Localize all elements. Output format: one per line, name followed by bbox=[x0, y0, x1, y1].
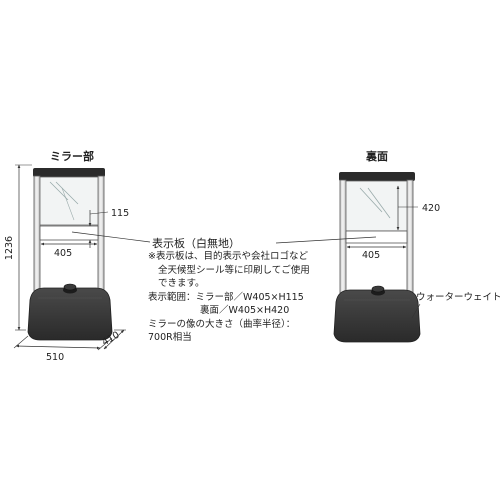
left-top-cap bbox=[33, 168, 105, 177]
width-dimension-label: 510 bbox=[46, 352, 64, 363]
left-water-weight-base bbox=[27, 287, 113, 341]
note-line-5: 裏面／W405×H420 bbox=[200, 305, 290, 316]
note-line-7: 700R相当 bbox=[148, 332, 192, 343]
note-line-6: ミラーの像の大きさ（曲率半径）： bbox=[148, 318, 296, 330]
right-display-width-label: 405 bbox=[362, 250, 380, 261]
water-weight-label: ウォーターウェイト bbox=[416, 292, 500, 303]
left-post-left bbox=[33, 175, 41, 293]
left-display-height-label: 115 bbox=[111, 208, 129, 219]
right-display-height-label: 420 bbox=[422, 203, 440, 214]
left-stand-title: ミラー部 bbox=[50, 149, 94, 163]
display-board-callout: 表示板（白無地） bbox=[71, 231, 377, 250]
right-top-cap bbox=[339, 172, 415, 181]
right-display-board bbox=[345, 230, 408, 244]
right-stand-title: 裏面 bbox=[365, 149, 388, 163]
right-dimensions: 420 405 ウォーターウェイト bbox=[346, 185, 500, 319]
right-water-weight-base bbox=[333, 289, 421, 343]
height-dimension-label: 1236 bbox=[4, 236, 15, 260]
note-line-1: ※表示板は、目的表示や会社ロゴなど bbox=[148, 251, 308, 262]
note-line-2: 全天候型シール等に印刷してご使用 bbox=[158, 264, 310, 276]
left-display-board bbox=[39, 225, 99, 241]
left-post-right bbox=[97, 175, 105, 293]
left-display-width-label: 405 bbox=[54, 248, 72, 259]
display-board-callout-label: 表示板（白無地） bbox=[152, 236, 240, 250]
note-line-4: 表示範囲：ミラー部／W405×H115 bbox=[148, 291, 304, 303]
spec-notes: ※表示板は、目的表示や会社ロゴなど 全天候型シール等に印刷してご使用 できます。… bbox=[148, 250, 368, 345]
note-line-3: できます。 bbox=[158, 278, 205, 289]
left-dimensions: 1236 510 410 405 115 bbox=[4, 164, 129, 363]
left-stand bbox=[27, 168, 113, 341]
right-post-right bbox=[406, 179, 414, 295]
left-mirror-panel bbox=[39, 176, 99, 226]
